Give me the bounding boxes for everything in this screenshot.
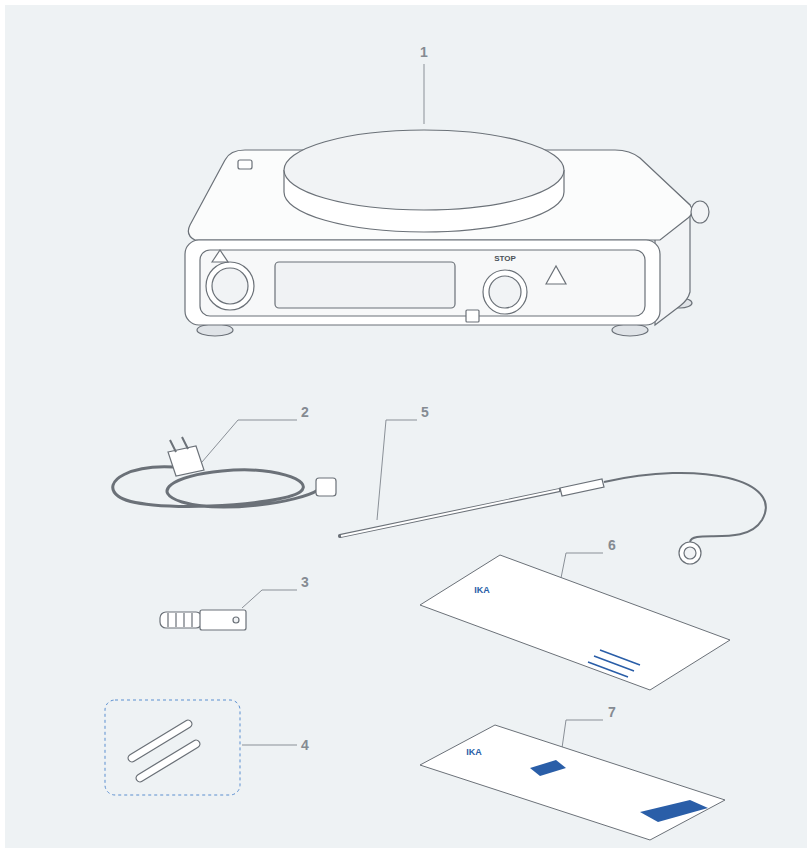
callout-number: 2 (301, 405, 309, 419)
callout-number: 7 (608, 705, 616, 719)
callout-number: 4 (301, 738, 309, 752)
brand-mark: IKA (474, 586, 490, 595)
background-panel (5, 5, 807, 848)
safety-instructions (420, 725, 725, 840)
callout-number: 3 (301, 575, 309, 589)
callout-number: 1 (420, 45, 428, 59)
power-cable (113, 437, 336, 507)
brand-mark: IKA (466, 748, 482, 757)
stirrer-device (185, 130, 709, 336)
stir-bars (105, 700, 240, 795)
callout-number: 6 (608, 538, 616, 552)
operating-manual (420, 555, 730, 690)
stir-bar-remover (160, 610, 246, 630)
button-label: STOP (494, 255, 516, 263)
callout-number: 5 (421, 405, 429, 419)
temperature-probe (340, 473, 766, 564)
